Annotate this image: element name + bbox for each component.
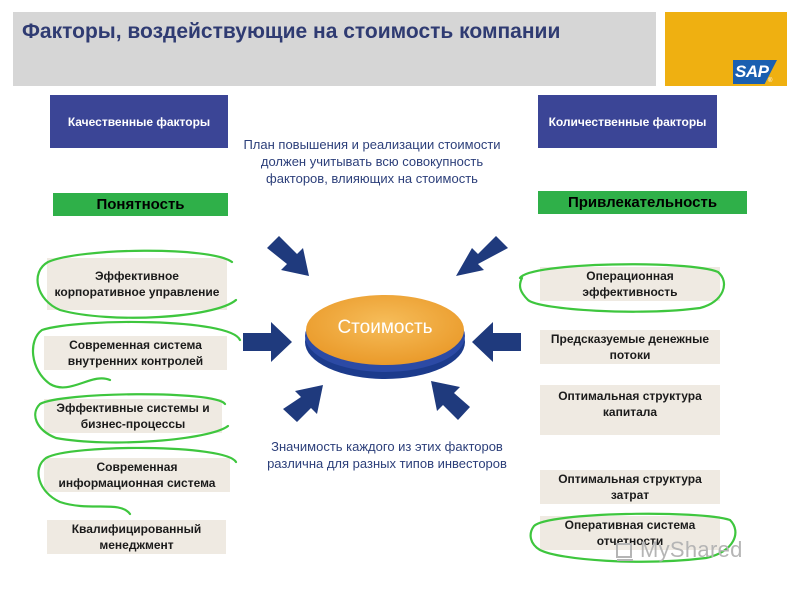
arrow-left-icon: [243, 322, 292, 362]
arrow-right-icon: [472, 322, 521, 362]
right-item-predictable-cash-flows: Предсказуемые денежные потоки: [540, 330, 720, 364]
left-item-qualified-management: Квалифицированный менеджмент: [47, 520, 226, 554]
highlight-loop-4: [37, 446, 238, 516]
right-item-operational-efficiency: Операционная эффективность: [540, 267, 720, 301]
left-item-business-processes: Эффективные системы и бизнес-процессы: [44, 399, 222, 433]
arrows: [243, 236, 521, 422]
left-item-internal-controls: Современная система внутренних контролей: [44, 336, 227, 370]
arrow-bottom-right-icon: [431, 381, 470, 420]
right-item-capital-structure: Оптимальная структура капитала: [540, 385, 720, 435]
title-bar: [13, 12, 656, 86]
highlight-loop-3: [34, 393, 230, 444]
highlight-loop-2: [31, 320, 242, 389]
left-item-information-system: Современная информационная система: [44, 458, 230, 492]
left-item-corporate-governance: Эффективное корпоративное управление: [47, 258, 227, 310]
top-note: План повышения и реализации стоимости до…: [243, 137, 501, 186]
qualitative-factors-header: Качественные факторы: [50, 95, 228, 148]
highlight-marks: [31, 249, 737, 563]
quantitative-factors-header: Количественные факторы: [538, 95, 717, 148]
value-ellipse: [305, 295, 465, 379]
attractiveness-label: Привлекательность: [538, 191, 747, 214]
arrow-bottom-left-icon: [283, 385, 323, 422]
sap-logo-registered: ®: [768, 78, 773, 84]
value-label: Стоимость: [337, 317, 433, 338]
clarity-label: Понятность: [53, 193, 228, 216]
page-title: Факторы, воздействующие на стоимость ком…: [22, 20, 561, 43]
highlight-loop-5: [518, 263, 726, 313]
bottom-note: Значимость каждого из этих факторов разл…: [267, 439, 507, 471]
highlight-loop-1: [36, 249, 238, 319]
watermark-icon: [616, 543, 633, 561]
sap-logo-text: SAP: [735, 62, 769, 81]
right-item-cost-structure: Оптимальная структура затрат: [540, 470, 720, 504]
arrow-top-left-icon: [267, 236, 309, 276]
watermark-text: MyShared: [640, 537, 743, 562]
arrow-top-right-icon: [456, 236, 508, 276]
highlight-loop-6: [529, 512, 737, 563]
